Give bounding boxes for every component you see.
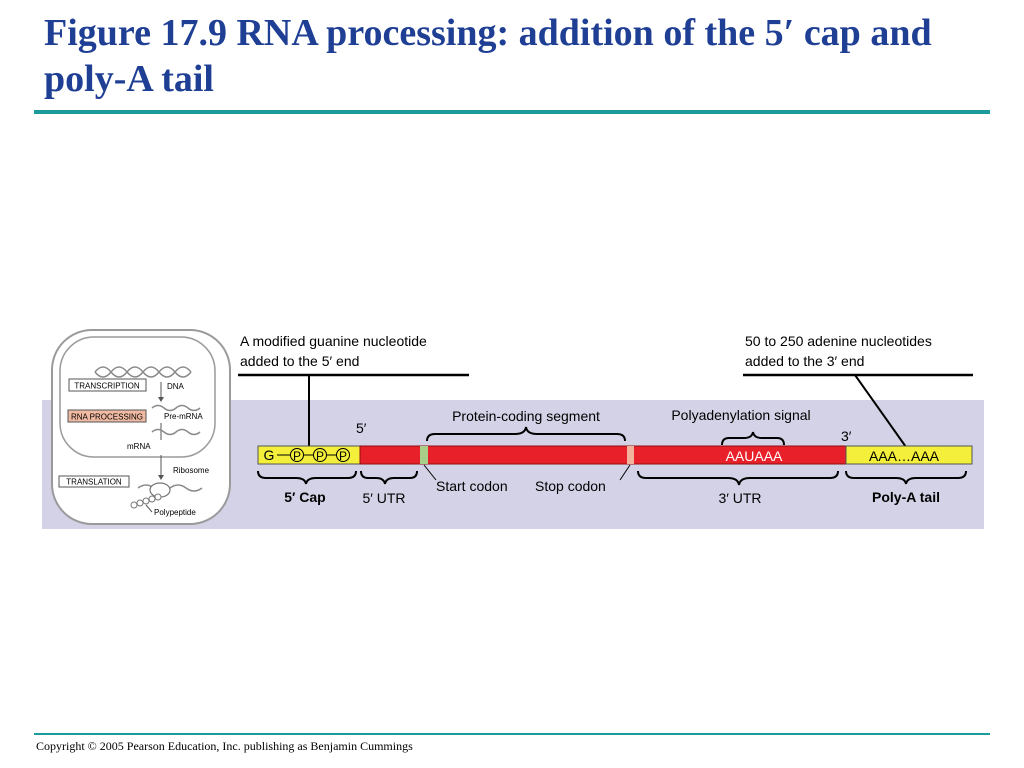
polypeptide-icon bbox=[130, 493, 162, 509]
rna-processing-label: RNA PROCESSING bbox=[71, 413, 143, 422]
protein-coding-brace bbox=[426, 426, 626, 442]
transcription-label: TRANSCRIPTION bbox=[74, 382, 140, 391]
poly-a-tail-segment bbox=[845, 445, 973, 465]
utr5-label: 5′ UTR bbox=[362, 490, 405, 506]
adenine-callout-pointer bbox=[854, 374, 907, 448]
protein-coding-label: Protein-coding segment bbox=[452, 408, 600, 424]
guanine-label: G bbox=[264, 447, 275, 463]
copyright-footer: Copyright © 2005 Pearson Education, Inc.… bbox=[36, 739, 413, 753]
translation-box bbox=[58, 475, 130, 488]
adenine-callout-line2: added to the 3′ end bbox=[745, 353, 864, 369]
phosphate-label: P bbox=[293, 449, 301, 463]
stop-codon-label: Stop codon bbox=[535, 478, 606, 494]
overview-inset: TRANSCRIPTION DNA RNA PROCESSING Pre-mRN… bbox=[51, 329, 231, 525]
pre-mrna-label: Pre-mRNA bbox=[164, 412, 203, 421]
title-divider bbox=[34, 110, 990, 114]
transcription-box bbox=[68, 378, 147, 392]
pre-mrna-strand-icon bbox=[151, 404, 201, 412]
translation-label: TRANSLATION bbox=[66, 478, 122, 487]
phosphate-icon bbox=[336, 448, 350, 462]
cap-label: 5′ Cap bbox=[284, 489, 325, 505]
five-prime-label: 5′ bbox=[356, 420, 367, 436]
utr3-label: 3′ UTR bbox=[718, 490, 761, 506]
three-prime-label: 3′ bbox=[841, 428, 852, 444]
footer-divider bbox=[34, 733, 990, 735]
rna-processing-box bbox=[67, 409, 147, 423]
mrna-strand-icon bbox=[151, 428, 201, 436]
guanine-callout-line2: added to the 5′ end bbox=[240, 353, 359, 369]
dna-label: DNA bbox=[167, 382, 185, 391]
dna-strand-icon bbox=[94, 366, 192, 378]
poly-a-brace bbox=[845, 470, 967, 485]
polyadenylation-brace bbox=[721, 431, 785, 446]
start-codon-label: Start codon bbox=[436, 478, 508, 494]
nucleus-outline bbox=[59, 336, 216, 458]
mrna-strand: G P P P AAUAAA AAA…AAA bbox=[257, 445, 973, 465]
phosphate-label: P bbox=[339, 449, 347, 463]
cap-brace bbox=[257, 470, 357, 485]
start-codon-pointer bbox=[423, 464, 437, 481]
poly-a-tail-label: Poly-A tail bbox=[872, 489, 940, 505]
guanine-callout-line1: A modified guanine nucleotide bbox=[240, 333, 427, 349]
aauaaa-sequence: AAUAAA bbox=[726, 448, 783, 464]
stop-codon-pointer bbox=[619, 464, 631, 481]
utr3-brace bbox=[637, 470, 839, 486]
ribosome-label: Ribosome bbox=[173, 466, 210, 475]
mrna-label: mRNA bbox=[127, 442, 151, 451]
phosphate-label: P bbox=[316, 449, 324, 463]
page-title: Figure 17.9 RNA processing: addition of … bbox=[44, 12, 932, 100]
utr5-brace bbox=[360, 470, 418, 485]
polyadenylation-label: Polyadenylation signal bbox=[671, 407, 810, 423]
poly-a-sequence: AAA…AAA bbox=[869, 448, 940, 464]
polypeptide-label: Polypeptide bbox=[154, 508, 196, 517]
stop-codon-marker bbox=[627, 446, 634, 464]
adenine-callout-line1: 50 to 250 adenine nucleotides bbox=[745, 333, 932, 349]
start-codon-marker bbox=[420, 446, 428, 464]
